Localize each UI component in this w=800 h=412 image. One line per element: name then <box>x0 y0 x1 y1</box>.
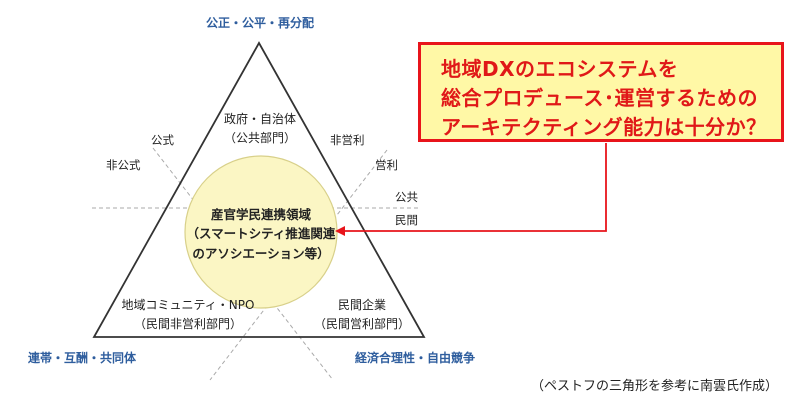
sector-business: 民間企業 （民間営利部門） <box>302 296 422 334</box>
center-line-2: （スマートシティ推進関連 <box>186 226 336 242</box>
callout-line-2: 総合プロデュース･運営するための <box>441 86 758 110</box>
sector-community-sub: （民間非営利部門） <box>133 317 242 332</box>
axis-label-informal: 非公式 <box>106 158 141 172</box>
corner-label-bottom-right: 経済合理性・自由競争 <box>355 351 476 365</box>
axis-label-profit: 営利 <box>375 158 398 172</box>
pestoff-triangle <box>92 41 426 338</box>
axis-label-public: 公共 <box>395 190 418 204</box>
dashed-line-profit-nonprofit <box>209 149 388 381</box>
axis-label-private: 民間 <box>395 213 418 227</box>
center-label: 産官学民連携領域 （スマートシティ推進関連 のアソシエーション等） <box>181 205 341 263</box>
sector-business-name: 民間企業 <box>337 298 386 312</box>
callout-line-1: 地域DXのエコシステムを <box>441 57 679 81</box>
sector-business-sub: （民間営利部門） <box>313 317 410 332</box>
callout-arrow <box>335 143 607 236</box>
corner-label-bottom-left: 連帯・互酬・共同体 <box>28 351 137 365</box>
corner-label-top: 公正・公平・再分配 <box>206 16 315 30</box>
source-credit: （ペストフの三角形を参考に南雲氏作成） <box>530 379 778 394</box>
center-line-3: のアソシエーション等） <box>192 245 330 261</box>
axis-label-formal: 公式 <box>151 133 174 147</box>
callout-box: 地域DXのエコシステムを 総合プロデュース･運営するための アーキテクティング能… <box>418 42 784 142</box>
sector-community: 地域コミュニティ・NPO （民間非営利部門） <box>108 296 268 334</box>
sector-government: 政府・自治体 （公共部門） <box>200 110 320 148</box>
callout-line-3: アーキテクティング能力は十分か？ <box>441 115 767 139</box>
sector-community-name: 地域コミュニティ・NPO <box>121 298 255 312</box>
sector-government-sub: （公共部門） <box>223 131 296 146</box>
center-line-1: 産官学民連携領域 <box>210 207 311 222</box>
axis-label-nonprofit: 非営利 <box>330 133 365 147</box>
sector-government-name: 政府・自治体 <box>223 112 296 126</box>
